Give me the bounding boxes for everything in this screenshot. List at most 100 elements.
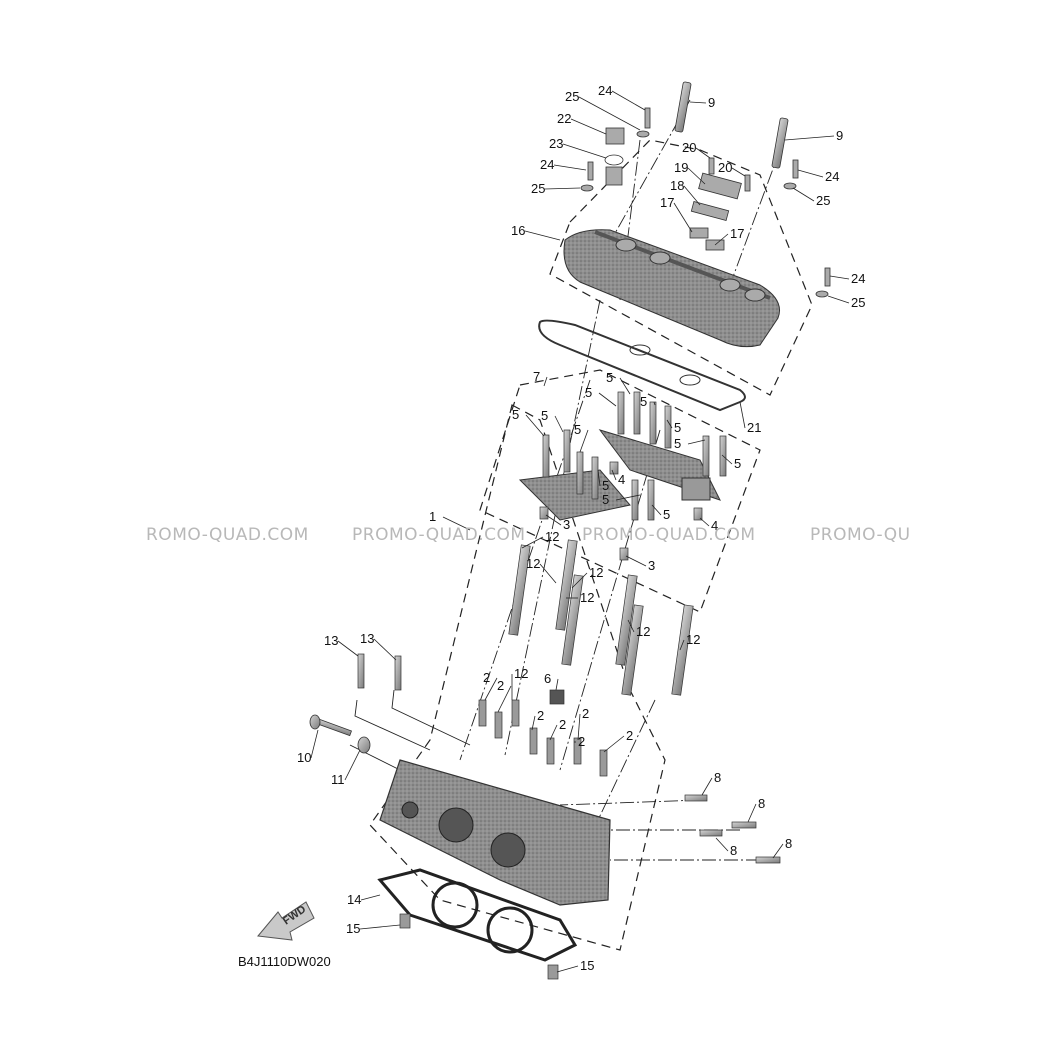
callout-number: 24 <box>851 271 865 286</box>
callout-number: 5 <box>640 394 647 409</box>
callout-number: 5 <box>512 407 519 422</box>
callout-leader <box>555 678 559 691</box>
bolts-13 <box>357 653 402 691</box>
spark-plug <box>674 81 692 133</box>
dowel-3 <box>539 506 549 520</box>
callout-leader <box>549 724 558 741</box>
callout-leader <box>611 469 617 481</box>
callout-leader <box>784 135 835 141</box>
head-bolt <box>621 604 644 696</box>
leader-line <box>349 744 401 771</box>
head-bolts <box>508 539 694 696</box>
callout-number: 9 <box>836 128 843 143</box>
callout-leader <box>666 419 673 429</box>
callout-leader <box>625 555 647 567</box>
head-bolt <box>671 604 694 696</box>
gasket-hole <box>629 344 651 356</box>
plate-part <box>690 201 730 221</box>
bolt-13 <box>357 653 365 689</box>
callout-number: 5 <box>585 385 592 400</box>
callout-number: 2 <box>559 717 566 732</box>
bolt-part <box>644 107 651 129</box>
callout-number: 18 <box>670 178 684 193</box>
callout-number: 2 <box>483 670 490 685</box>
valve-10 <box>309 714 371 754</box>
callout-number: 2 <box>582 706 589 721</box>
callout-leader <box>521 536 544 549</box>
callout-number: 5 <box>602 492 609 507</box>
bolt-5 <box>649 401 657 445</box>
callout-leader <box>715 837 729 852</box>
callout-leader <box>562 143 607 159</box>
valve-guide <box>573 737 582 765</box>
callout-leader <box>731 167 746 177</box>
callout-number: 14 <box>347 892 361 907</box>
leader-line <box>391 689 471 746</box>
leader-line <box>599 99 691 261</box>
document-code: B4J1110DW020 <box>238 954 331 969</box>
bolt-5 <box>702 435 710 477</box>
bolt-5 <box>542 434 550 478</box>
cover-group-outline <box>549 139 813 396</box>
callout-number: 10 <box>297 750 311 765</box>
callout-leader <box>651 504 662 516</box>
callout-number: 4 <box>618 472 625 487</box>
callout-number: 20 <box>682 140 696 155</box>
callout-number: 8 <box>758 796 765 811</box>
bolt-5 <box>591 456 599 500</box>
fwd-arrow: FWD <box>257 901 315 941</box>
callout-number: 12 <box>526 556 540 571</box>
callout-number: 12 <box>636 624 650 639</box>
callout-number: 12 <box>686 632 700 647</box>
callout-number: 25 <box>565 89 579 104</box>
callout-number: 7 <box>533 369 540 384</box>
valve-guide <box>529 727 538 755</box>
studs-8 <box>684 794 781 864</box>
valve-parts <box>478 689 608 777</box>
callout-leader <box>539 563 557 584</box>
cap-part <box>605 166 623 186</box>
dowel-15 <box>547 964 559 980</box>
callout-leader <box>772 843 784 859</box>
valve-guide <box>478 699 487 727</box>
callout-number: 25 <box>531 181 545 196</box>
callout-leader <box>531 715 536 731</box>
bolt-part <box>587 161 594 181</box>
callout-leader <box>344 749 361 781</box>
callout-leader <box>544 187 581 190</box>
callout-number: 17 <box>660 195 674 210</box>
callout-number: 24 <box>598 83 612 98</box>
plug-6 <box>549 689 565 705</box>
callout-number: 15 <box>346 921 360 936</box>
callout-number: 16 <box>511 223 525 238</box>
callout-leader <box>619 377 631 395</box>
callout-number: 2 <box>537 708 544 723</box>
callout-number: 2 <box>497 678 504 693</box>
gasket-hole <box>679 374 701 386</box>
cam-cap-end <box>681 477 711 501</box>
callout-leader <box>553 164 587 171</box>
cam-cap <box>518 469 631 521</box>
callout-leader <box>360 894 381 901</box>
callout-number: 24 <box>540 157 554 172</box>
plug-boss <box>744 288 766 302</box>
watermark: ROMO-QUAD.COM <box>146 525 309 545</box>
callout-leader <box>442 516 471 531</box>
callout-leader <box>577 713 581 741</box>
callout-leader <box>497 685 512 713</box>
callout-number: 5 <box>541 408 548 423</box>
callout-leader <box>627 619 635 633</box>
callout-leader <box>714 233 729 246</box>
callout-leader <box>571 572 588 589</box>
callout-leader <box>598 392 617 407</box>
callout-number: 5 <box>734 456 741 471</box>
callout-leader <box>543 376 548 387</box>
washer-part <box>783 182 797 190</box>
stud <box>699 829 723 837</box>
stud <box>755 856 781 864</box>
callout-leader <box>524 230 561 241</box>
cylinder-head <box>379 759 611 906</box>
camcap-group-outline <box>479 369 761 613</box>
valve-guide <box>599 749 608 777</box>
